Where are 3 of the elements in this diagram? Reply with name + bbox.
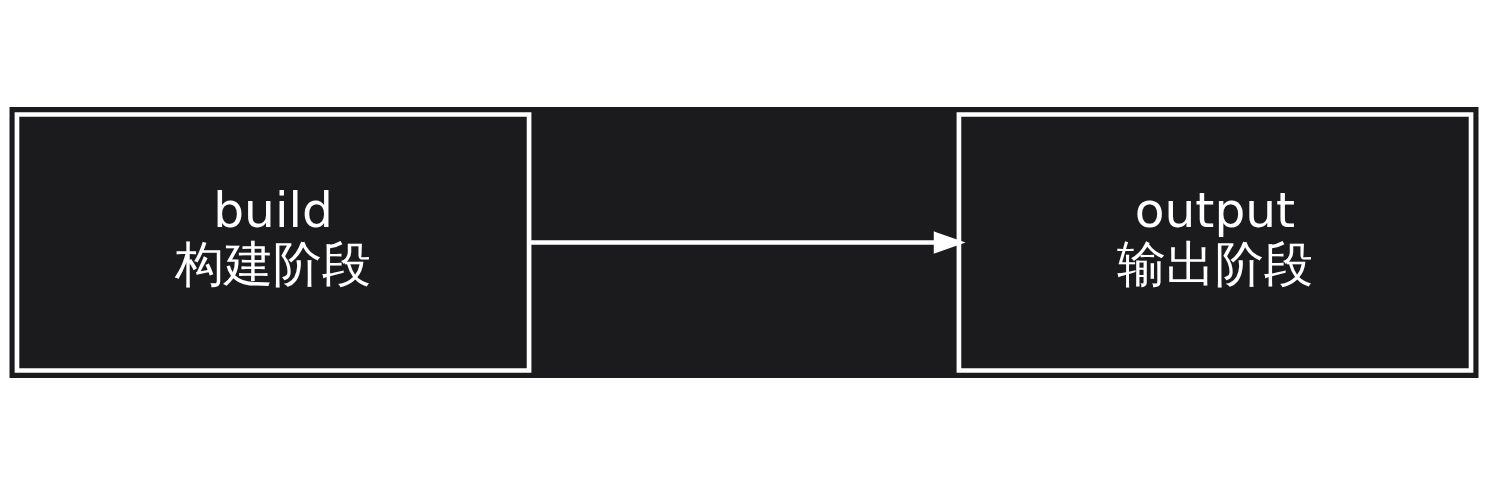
node-box: output 输出阶段 (956, 111, 1474, 373)
arrow (529, 230, 966, 254)
node-box: build 构建阶段 (14, 111, 532, 373)
